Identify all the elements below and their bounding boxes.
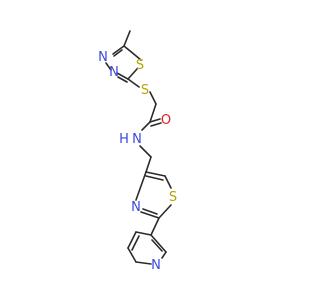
bond-c5-s1 xyxy=(164,175,172,189)
bond-c2-n3-double xyxy=(142,208,158,215)
bond-c-o-double xyxy=(150,122,162,127)
bond-n3-c2-double xyxy=(117,76,128,83)
bond-n3-c2 xyxy=(116,72,129,80)
atom-s-thiazole: S xyxy=(169,190,177,205)
bond-c-o xyxy=(149,118,161,123)
bond-py-c3-c4 xyxy=(135,231,152,236)
bond-c4-c5-double xyxy=(145,175,164,181)
structure-canvas: N N S S O N H S N N xyxy=(98,30,177,273)
bond-methyl xyxy=(123,30,131,47)
bond-ch2-co xyxy=(149,103,157,123)
bond-py-c4-c5 xyxy=(127,231,137,249)
bond-py-c2-c3 xyxy=(150,234,167,253)
atom-n-pyridine: N xyxy=(151,258,161,273)
bond-s1-c2 xyxy=(158,204,172,219)
bond-py-n-c2 xyxy=(161,251,167,259)
atom-n-thiazole: N xyxy=(131,200,141,215)
atom-n-thiadiazole-1: N xyxy=(98,50,108,65)
bond-c5-n4 xyxy=(112,45,125,55)
molecule-structure: N N S S O N H S N N xyxy=(98,30,177,273)
bond-c5-n4-double xyxy=(113,49,123,57)
bond-n3-c4 xyxy=(135,171,147,201)
atom-n-amide: N xyxy=(132,132,142,147)
bond-c4-c5 xyxy=(145,171,166,177)
bond-c-n xyxy=(141,121,151,131)
bond-s-ch2 xyxy=(149,91,157,105)
bond-py-c4-c5-double xyxy=(131,235,140,251)
bond-layer xyxy=(105,30,172,265)
bond-s1-c5 xyxy=(123,45,142,61)
atom-n-thiadiazole-2: N xyxy=(109,65,119,80)
atom-label-layer: N N S S O N H S N N xyxy=(98,50,177,273)
atom-s-thiadiazole: S xyxy=(136,58,144,73)
atom-s-thioether: S xyxy=(141,83,149,98)
bond-c2-n3 xyxy=(140,211,160,219)
bond-ethyl xyxy=(145,156,152,173)
bond-py-c2-c3-double xyxy=(151,239,163,252)
atom-o-carbonyl: O xyxy=(161,113,171,128)
bond-py-c5-c6 xyxy=(127,247,137,263)
bond-n-ch2 xyxy=(139,145,152,158)
bond-c2-s1 xyxy=(127,68,138,80)
atom-h-amide: H xyxy=(119,132,129,147)
bond-c2-s xyxy=(127,78,140,88)
bond-n4-n3 xyxy=(105,62,112,71)
bond-py-c6-n xyxy=(135,261,152,265)
bond-thiazole-pyridine xyxy=(150,217,160,236)
